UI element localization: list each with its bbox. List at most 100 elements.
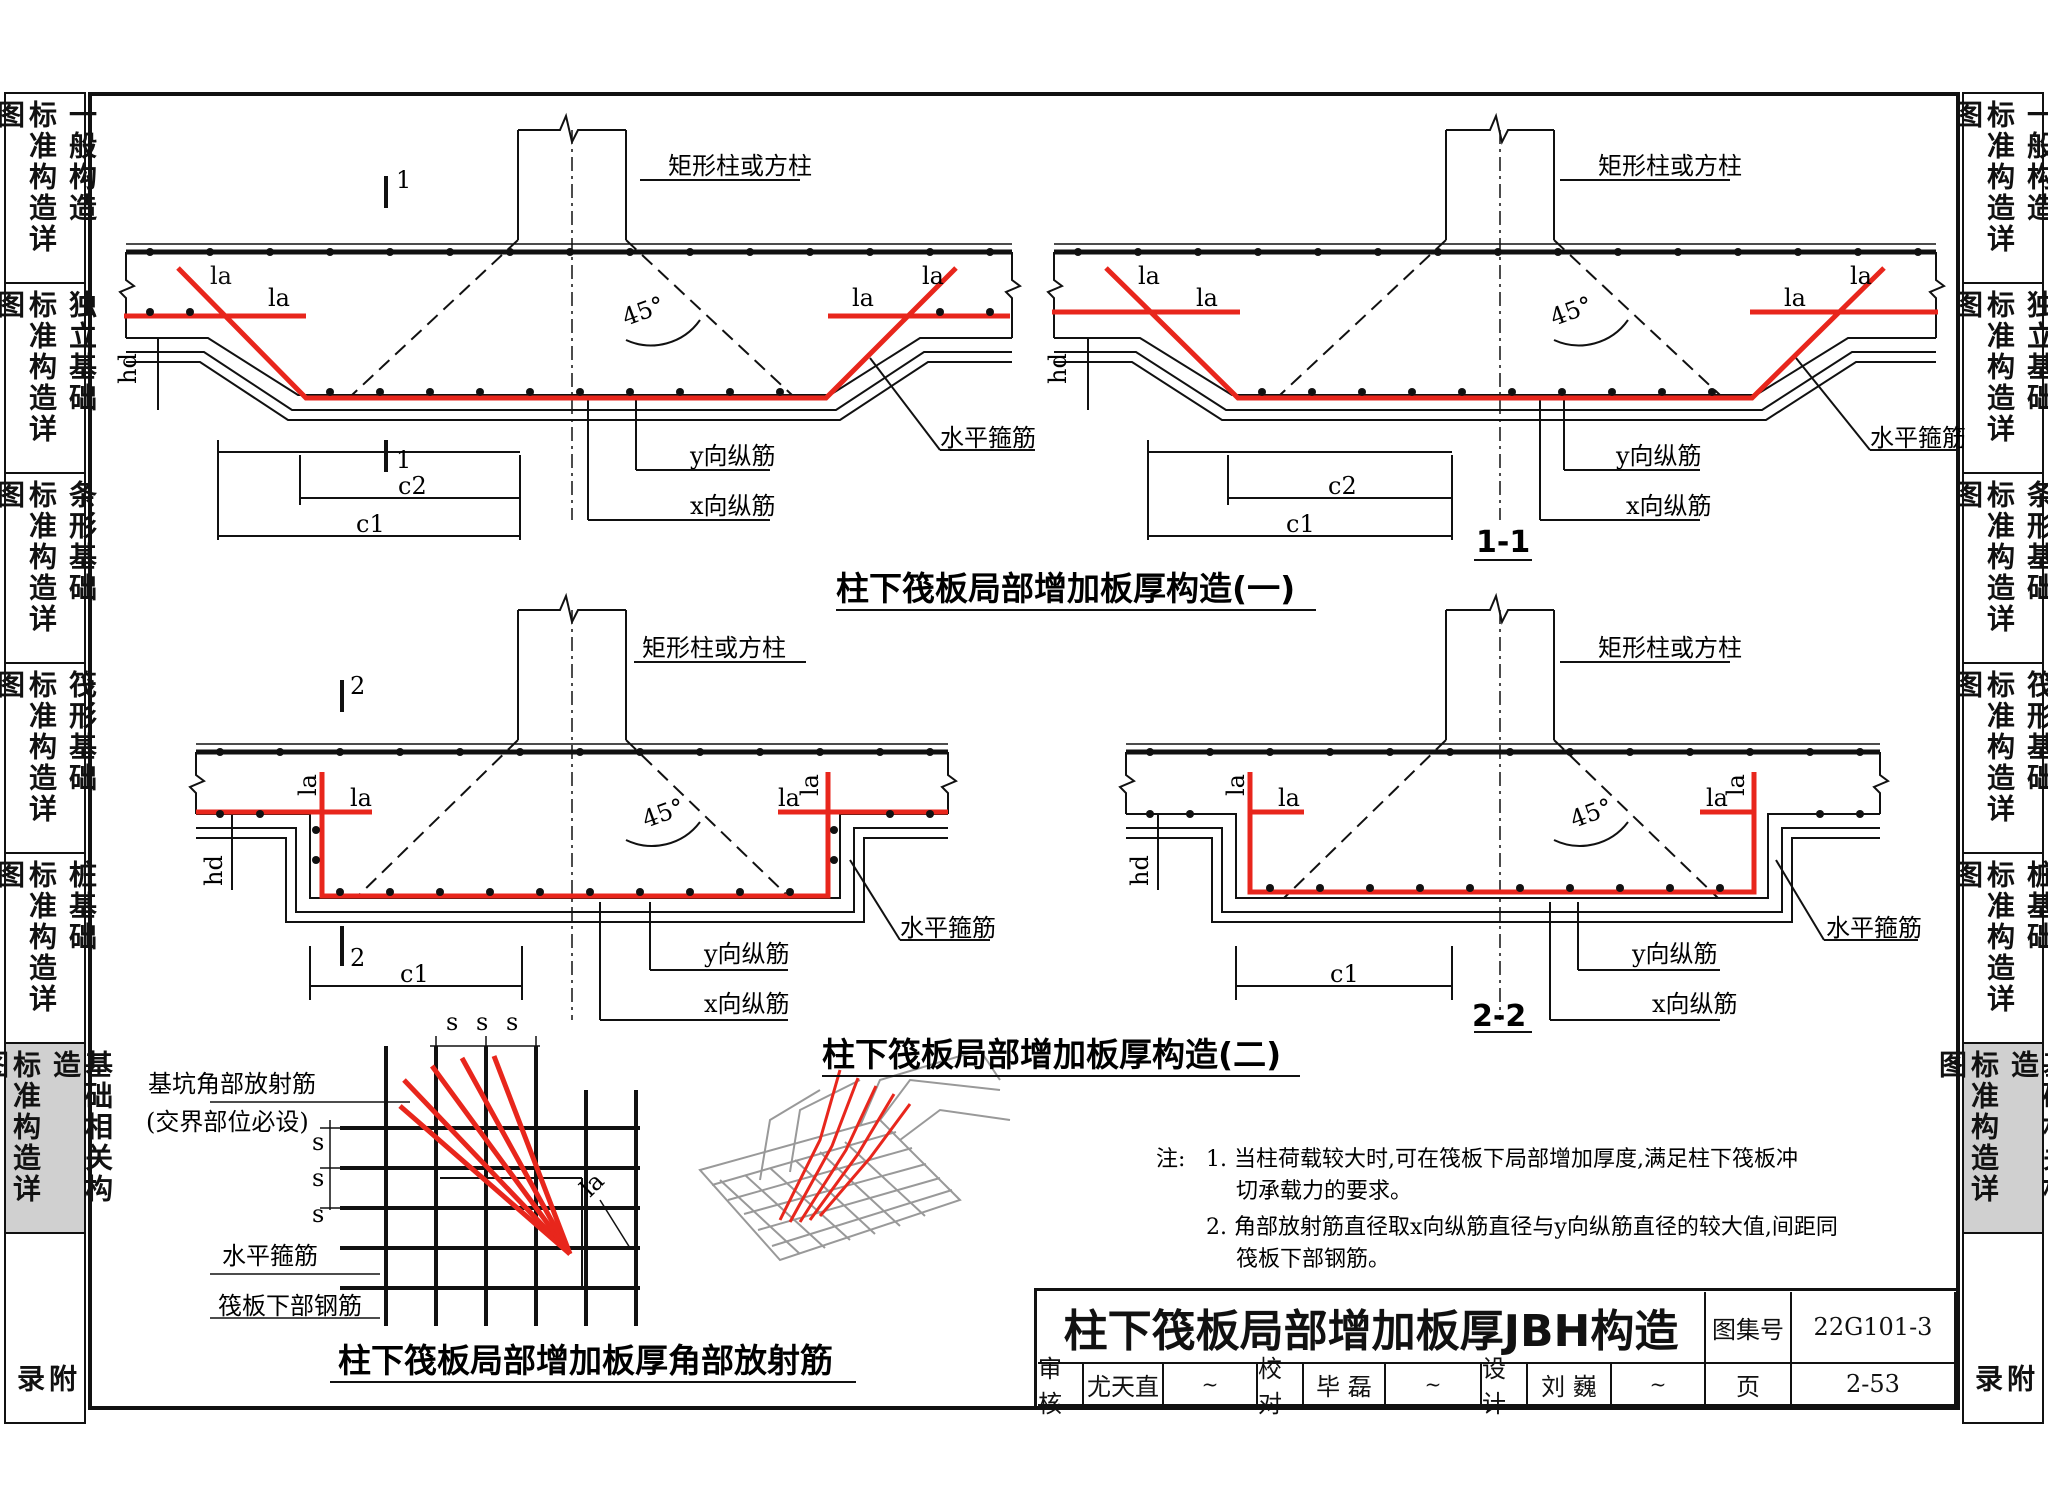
label-s: s: [476, 1008, 488, 1036]
label-angle: 45°: [618, 291, 668, 332]
label-x-bar: x向纵筋: [690, 492, 776, 520]
designer-signature: ~: [1612, 1364, 1706, 1406]
diagram-fig2-section: [1118, 592, 1918, 1033]
label-radial-bar: 基坑角部放射筋: [148, 1070, 316, 1098]
reviewer-name: 尤天直: [1084, 1364, 1164, 1406]
caption-fig1: 柱下筏板局部增加板厚构造(一): [836, 569, 1295, 608]
rebar-dots-fig1-section: [1074, 248, 1922, 396]
label-s: s: [312, 1128, 324, 1156]
label-hd: hd: [200, 855, 228, 886]
diagram-fig2-left: [188, 592, 990, 1021]
caption-fig3: 柱下筏板局部增加板厚角部放射筋: [338, 1341, 833, 1380]
tab-label: 附录: [13, 1364, 78, 1395]
tab-isolated-foundation[interactable]: 标准构造详图 独立基础: [0, 284, 98, 474]
designer-name: 刘 巍: [1528, 1364, 1612, 1406]
label-stirrup: 水平箍筋: [900, 914, 996, 942]
rebar-fig2-left: [196, 772, 948, 899]
tab-label: 附录: [1971, 1364, 2036, 1395]
tab-label: 条形基础: [2023, 480, 2048, 604]
label-la: la: [1196, 284, 1218, 312]
label-hd: hd: [1044, 353, 1072, 384]
label-corner-stirrup: 水平箍筋: [222, 1242, 318, 1270]
label-la: la: [1722, 774, 1750, 796]
label-s: s: [506, 1008, 518, 1036]
label-x-bar: x向纵筋: [704, 990, 790, 1018]
rebar-dots-fig2-left: [216, 748, 934, 896]
label-la: la: [268, 284, 290, 312]
tab-related-structures[interactable]: 标准构造详图 基础相关构造: [0, 1044, 114, 1234]
right-nav: 标准构造详图 一般构造 标准构造详图 独立基础 标准构造详图 条形基础 标准构造…: [1935, 92, 2048, 1424]
tab-label: 条形基础: [65, 480, 98, 604]
tab-related-structures[interactable]: 标准构造详图 基础相关构造: [1935, 1044, 2048, 1234]
label-la: la: [1278, 784, 1300, 812]
label-hd: hd: [1126, 855, 1154, 886]
tab-appendix[interactable]: 附录: [6, 1234, 84, 1422]
tab-strip-foundation[interactable]: 标准构造详图 条形基础: [0, 474, 98, 664]
label-la: la: [852, 284, 874, 312]
label-cut1-top: 1: [396, 166, 411, 194]
note-head: 注:: [1156, 1147, 1185, 1172]
label-stirrup: 水平箍筋: [1870, 424, 1966, 452]
checker-name: 毕 磊: [1304, 1364, 1386, 1406]
label-section-1-1: 1-1: [1476, 525, 1530, 560]
label-x-bar: x向纵筋: [1652, 990, 1738, 1018]
label-s: s: [312, 1200, 324, 1228]
page-label: 页: [1706, 1364, 1792, 1406]
check-label: 校对: [1258, 1355, 1304, 1418]
rebar-corner-radial: [398, 1055, 573, 1256]
label-la: la: [1784, 284, 1806, 312]
diagram-corner-grid: [340, 1046, 640, 1326]
label-cut1-bottom: 1: [396, 446, 411, 474]
rebar-3d-radial: [778, 1069, 912, 1223]
tab-general[interactable]: 标准构造详图 一般构造: [1951, 94, 2048, 284]
label-cut2-bottom: 2: [350, 944, 365, 972]
tab-label: 桩基础: [2023, 860, 2048, 953]
note-1b: 切承载力的要求。: [1236, 1179, 1412, 1204]
rebar-fig1-left: [124, 266, 1010, 401]
title-block: [1034, 1288, 1956, 1406]
rebar-dots-fig2-section: [1146, 748, 1864, 892]
label-y-bar: y向纵筋: [703, 940, 790, 968]
tab-label: 标准构造详图: [0, 670, 58, 825]
tab-pile-foundation[interactable]: 标准构造详图 桩基础: [1951, 854, 2048, 1044]
tab-general[interactable]: 标准构造详图 一般构造: [0, 94, 98, 284]
diagram-fig1-section: [1046, 112, 1958, 561]
tab-raft-foundation[interactable]: 标准构造详图 筏形基础: [0, 664, 98, 854]
label-angle: 45°: [1546, 291, 1596, 332]
left-nav: 标准构造详图 一般构造 标准构造详图 独立基础 标准构造详图 条形基础 标准构造…: [0, 92, 114, 1424]
tab-label: 基础相关构造: [49, 1050, 114, 1205]
label-c1: c1: [1330, 960, 1359, 988]
label-y-bar: y向纵筋: [1615, 442, 1702, 470]
tab-appendix[interactable]: 附录: [1964, 1234, 2042, 1422]
tab-raft-foundation[interactable]: 标准构造详图 筏形基础: [1951, 664, 2048, 854]
tab-label: 标准构造详图: [1935, 1050, 2000, 1205]
label-hd: hd: [114, 353, 142, 384]
drawing-frame: [88, 92, 1960, 1410]
label-column-fig2: 矩形柱或方柱: [642, 634, 786, 662]
drawing-title: 柱下筏板局部增加板厚JBH构造: [1038, 1292, 1706, 1364]
design-label: 设计: [1482, 1355, 1528, 1418]
note-2b: 筏板下部钢筋。: [1236, 1247, 1390, 1272]
diagram-corner-dims: [210, 1036, 631, 1319]
label-la: la: [210, 262, 232, 290]
label-la: la: [294, 774, 322, 796]
label-corner-bottom: 筏板下部钢筋: [218, 1292, 362, 1320]
label-c2: c2: [1328, 472, 1357, 500]
tab-pile-foundation[interactable]: 标准构造详图 桩基础: [0, 854, 98, 1044]
label-la: la: [1850, 262, 1872, 290]
tab-label: 筏形基础: [65, 670, 98, 794]
label-la: la: [922, 262, 944, 290]
label-cut2-top: 2: [350, 672, 365, 700]
tab-label: 桩基础: [65, 860, 98, 953]
tab-label: 标准构造详图: [0, 290, 58, 445]
atlas-label: 图集号: [1706, 1292, 1792, 1364]
label-c1: c1: [1286, 510, 1315, 538]
label-s: s: [446, 1008, 458, 1036]
tab-label: 标准构造详图: [0, 480, 58, 635]
tab-strip-foundation[interactable]: 标准构造详图 条形基础: [1951, 474, 2048, 664]
label-section-2-2: 2-2: [1472, 999, 1526, 1034]
tab-label: 标准构造详图: [0, 100, 58, 255]
tab-label: 基础相关构造: [2007, 1050, 2048, 1205]
tab-label: 一般构造: [65, 100, 98, 224]
